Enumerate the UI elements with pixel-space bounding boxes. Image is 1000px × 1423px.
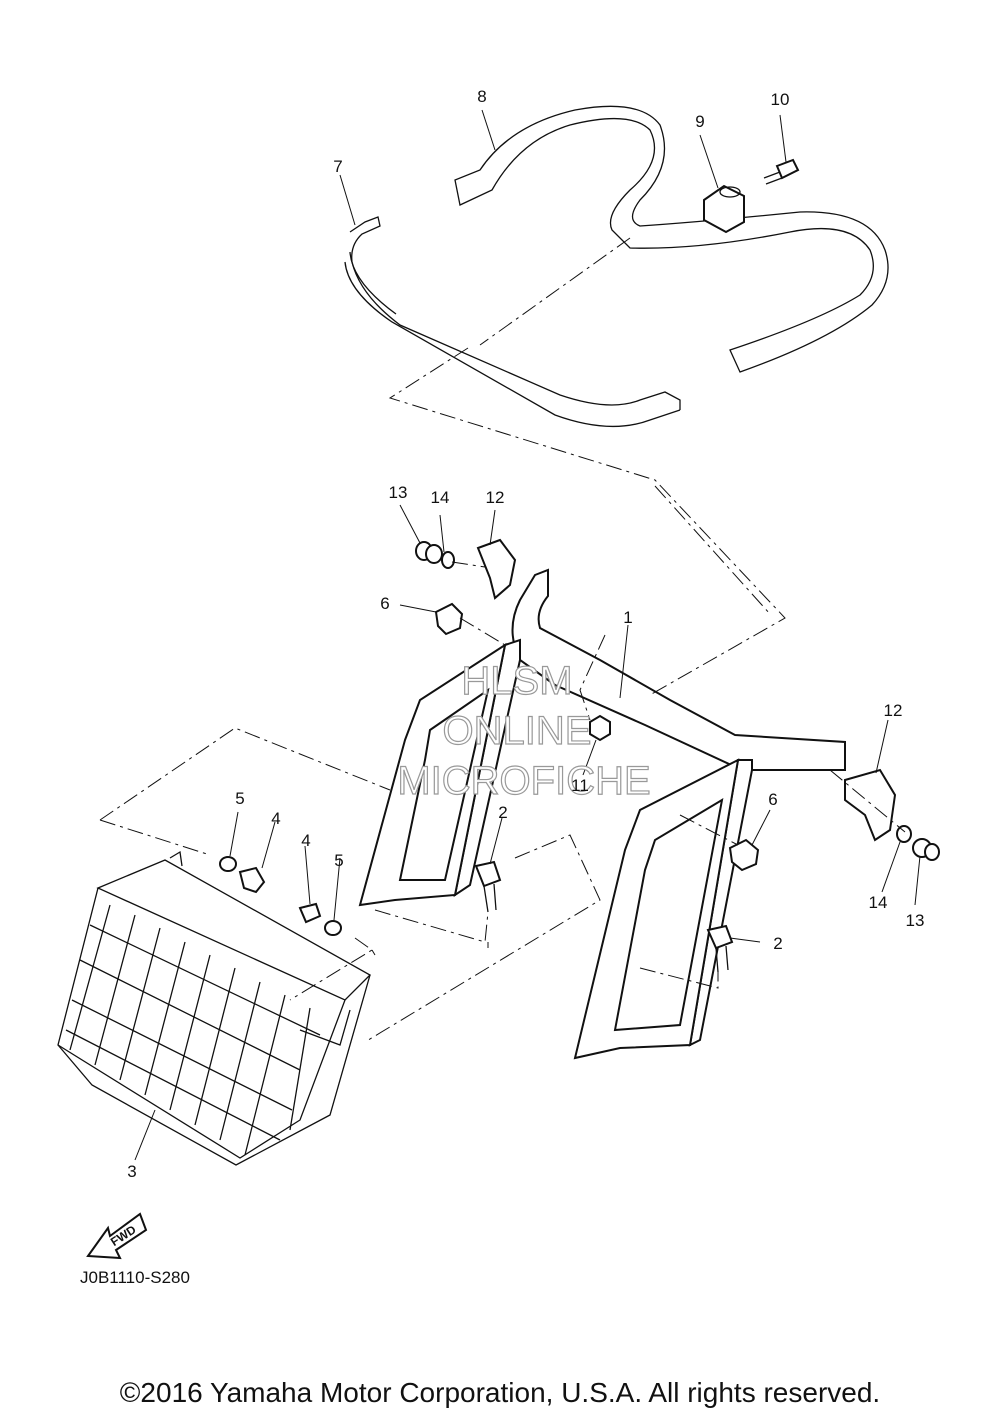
washer-part-5-right	[324, 920, 342, 936]
callout-12-right: 12	[884, 701, 903, 720]
callout-10: 10	[771, 90, 790, 109]
callout-5-left: 5	[235, 789, 244, 808]
clamp-part-9	[703, 184, 745, 234]
basket-part-3	[57, 850, 372, 1166]
bolt-part-13-right	[912, 838, 940, 861]
callout-6-right: 6	[768, 790, 777, 809]
callout-4-left: 4	[271, 809, 280, 828]
callout-14-left: 14	[431, 488, 450, 507]
callout-12-left: 12	[486, 488, 505, 507]
bracket-part-12-right	[844, 768, 897, 842]
washer-part-14-left	[441, 551, 455, 569]
grommet-part-6-left	[434, 602, 464, 636]
callout-8: 8	[477, 87, 486, 106]
callout-1: 1	[623, 608, 632, 627]
nut-part-11	[589, 714, 611, 742]
watermark-line-2: ONLINE	[443, 709, 592, 753]
assembly-lines	[99, 237, 906, 1043]
bolt-part-4-right	[298, 902, 322, 924]
callout-2-right: 2	[773, 934, 782, 953]
callout-5-right: 5	[334, 851, 343, 870]
callout-11: 11	[571, 776, 589, 795]
watermark: HLSM ONLINE MICROFICHE	[397, 658, 652, 803]
callout-2-left: 2	[498, 803, 507, 822]
bolt-part-2-left	[474, 860, 502, 913]
bolt-part-4-left	[238, 866, 266, 894]
callout-14-right: 14	[869, 893, 888, 912]
band-part-8	[454, 105, 889, 373]
callout-labels: 8 10 9 7 13 14 12 6 1 12 11 6 2 5 4 4 5 …	[127, 87, 924, 1181]
frame-part-1	[358, 568, 846, 1060]
watermark-line-1: HLSM	[461, 659, 572, 703]
washer-part-5-left	[219, 856, 237, 872]
callout-4-right: 4	[301, 831, 310, 850]
callout-13-right: 13	[906, 911, 925, 930]
fwd-arrow-icon: FWD	[86, 1212, 148, 1260]
diagram-code: J0B1110-S280	[80, 1268, 190, 1287]
leader-lines	[134, 109, 921, 1161]
washer-part-14-right	[896, 825, 912, 843]
bolt-part-10	[763, 158, 800, 185]
watermark-line-3: MICROFICHE	[397, 759, 650, 803]
callout-3: 3	[127, 1162, 136, 1181]
bolt-part-13-left	[415, 541, 443, 564]
copyright-notice: ©2016 Yamaha Motor Corporation, U.S.A. A…	[119, 1377, 881, 1408]
bolt-part-2-right	[706, 924, 734, 973]
callout-9: 9	[695, 112, 704, 131]
bracket-part-12-left	[476, 538, 517, 600]
grommet-part-6-right	[728, 838, 760, 872]
callout-6-left: 6	[380, 594, 389, 613]
band-part-7	[344, 216, 681, 428]
callout-13-left: 13	[389, 483, 408, 502]
callout-7: 7	[333, 157, 342, 176]
